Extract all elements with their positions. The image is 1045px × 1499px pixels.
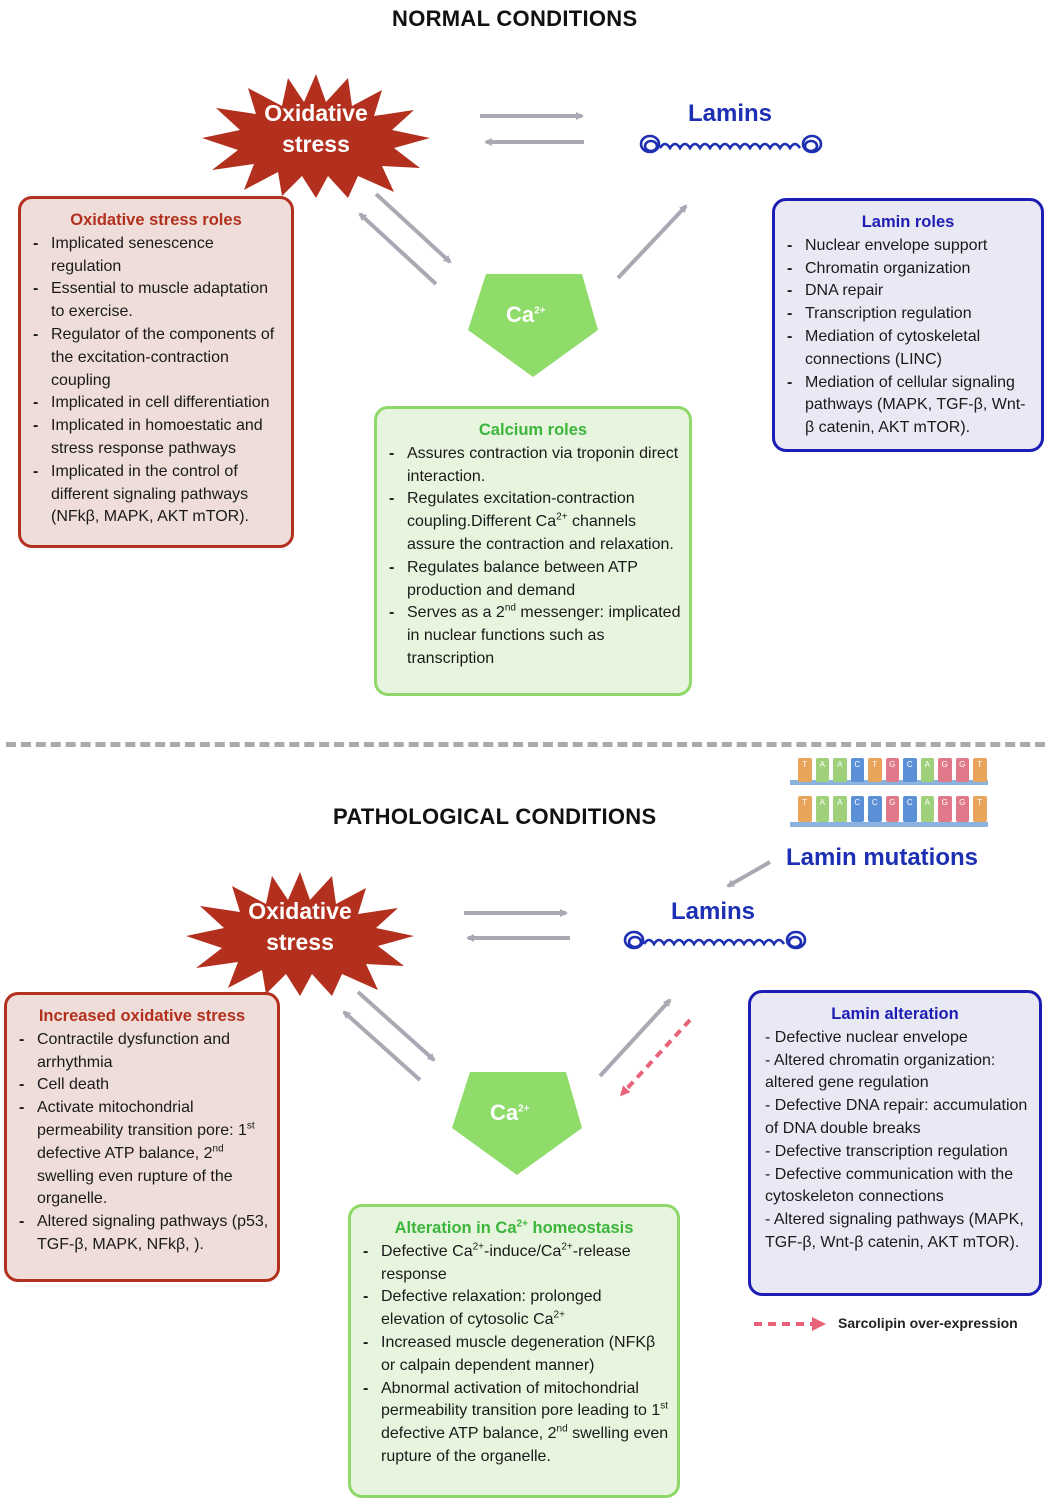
dna-base: T — [798, 796, 812, 822]
sarcolipin-dashed-arrow — [619, 1018, 692, 1097]
dna-base: G — [955, 796, 969, 822]
calcium-label: Ca2+ — [490, 1100, 530, 1125]
oxidative-stress-star-icon — [202, 74, 430, 198]
dna-base: T — [798, 758, 812, 782]
list-item: Defective relaxation: prolonged elevatio… — [359, 1286, 669, 1332]
dna-base: C — [850, 758, 864, 782]
list-item: Regulator of the components of the excit… — [29, 324, 283, 392]
pathological-conditions-title: PATHOLOGICAL CONDITIONS — [333, 804, 657, 829]
dna-base: A — [833, 758, 847, 782]
list-item: Implicated senescence regulation — [29, 233, 283, 279]
list-item: Abnormal activation of mitochondrial per… — [359, 1378, 669, 1469]
lamin-mutations-label: Lamin mutations — [786, 844, 979, 871]
dna-base: A — [920, 796, 934, 822]
section-divider — [6, 742, 1045, 747]
calcium-label: Ca2+ — [506, 302, 546, 327]
list-item: - Defective nuclear envelope — [765, 1028, 968, 1046]
oxidative-stress-roles-heading: Oxidative stress roles — [70, 211, 242, 229]
calcium-alteration-box: Alteration in Ca2+ homeostasis Defective… — [348, 1204, 680, 1498]
list-item: Serves as a 2nd messenger: implicated in… — [385, 602, 681, 670]
list-item: Mediation of cellular signaling pathways… — [783, 372, 1033, 440]
oxidative-stress-roles-box: Oxidative stress roles Implicated senesc… — [18, 196, 294, 548]
dna-base: G — [938, 796, 952, 822]
list-item: - Defective communication with the cytos… — [765, 1165, 1014, 1206]
list-item: Regulates excitation-contraction couplin… — [385, 488, 681, 556]
list-item: Implicated in the control of different s… — [29, 461, 283, 529]
list-item: Activate mitochondrial permeability tran… — [15, 1097, 269, 1211]
list-item: Increased muscle degeneration (NFKβ or c… — [359, 1332, 669, 1378]
list-item: Transcription regulation — [783, 303, 1033, 326]
increased-oxidative-stress-box: Increased oxidative stress Contractile d… — [4, 992, 280, 1282]
list-item: Chromatin organization — [783, 258, 1033, 281]
lamin-coil-icon — [623, 930, 807, 950]
dna-base: G — [955, 758, 969, 782]
list-item: Regulates balance between ATP production… — [385, 557, 681, 603]
lamins-label: Lamins — [688, 100, 773, 127]
list-item: Mediation of cytoskeletal connections (L… — [783, 326, 1033, 372]
legend-dashed-arrow-icon — [754, 1317, 826, 1331]
list-item: Implicated in homoestatic and stress res… — [29, 415, 283, 461]
list-item: DNA repair — [783, 280, 1033, 303]
list-item: - Altered chromatin organization: altere… — [765, 1051, 996, 1092]
dna-base: T — [973, 796, 987, 822]
dna-base: A — [815, 758, 829, 782]
arrow-ca-to-oxidative — [342, 1010, 422, 1082]
lamin-roles-heading: Lamin roles — [861, 213, 955, 231]
dna-base: C — [868, 796, 882, 822]
legend-label: Sarcolipin over-expression — [838, 1315, 1018, 1331]
lamin-alteration-box: Lamin alteration - Defective nuclear env… — [748, 990, 1042, 1296]
arrow-oxidative-to-ca — [356, 990, 436, 1062]
arrow-mutations-to-lamins — [726, 860, 771, 888]
list-item: - Altered signaling pathways (MAPK, TGF-… — [765, 1211, 1024, 1251]
calcium-alteration-heading: Alteration in Ca2+ homeostasis — [394, 1218, 634, 1237]
list-item: Assures contraction via troponin direct … — [385, 443, 681, 489]
dna-base: G — [885, 796, 899, 822]
lamin-alteration-heading: Lamin alteration — [831, 1005, 959, 1023]
list-item: - Defective DNA repair: accumulation of … — [765, 1097, 1028, 1137]
lamin-coil-icon — [639, 134, 823, 154]
dna-base: T — [973, 758, 987, 782]
oxidative-stress-label: Oxidative stress — [264, 100, 368, 157]
calcium-roles-heading: Calcium roles — [478, 421, 588, 439]
arrow-ca-to-oxidative — [358, 212, 438, 286]
dna-base: G — [938, 758, 952, 782]
dna-base: A — [815, 796, 829, 822]
dna-base: C — [850, 796, 864, 822]
increased-oxidative-stress-heading: Increased oxidative stress — [38, 1007, 246, 1025]
arrow-ca-to-lamins — [598, 998, 672, 1078]
oxidative-stress-label: Oxidative stress — [248, 898, 352, 955]
arrow-ca-to-lamins — [616, 204, 688, 280]
normal-conditions-title: NORMAL CONDITIONS — [392, 6, 638, 31]
dna-base: C — [903, 796, 917, 822]
dna-base: T — [868, 758, 882, 782]
list-item: Contractile dysfunction and arrhythmia — [15, 1029, 269, 1075]
list-item: Essential to muscle adaptation to exerci… — [29, 278, 283, 324]
oxidative-stress-star-icon — [186, 872, 414, 996]
normal-arrows — [358, 112, 688, 286]
dna-base: G — [885, 758, 899, 782]
list-item: Altered signaling pathways (p53, TGF-β, … — [15, 1211, 269, 1257]
calcium-pentagon-icon — [452, 1072, 582, 1175]
calcium-pentagon-icon — [468, 274, 598, 377]
list-item: - Defective transcription regulation — [765, 1142, 1008, 1160]
list-item: Nuclear envelope support — [783, 235, 1033, 258]
calcium-roles-box: Calcium roles Assures contraction via tr… — [374, 406, 692, 696]
list-item: Cell death — [15, 1074, 269, 1097]
dna-base: A — [920, 758, 934, 782]
list-item: Defective Ca2+-induce/Ca2+-release respo… — [359, 1241, 669, 1287]
lamins-label: Lamins — [671, 898, 756, 925]
arrow-oxidative-to-ca — [374, 192, 452, 264]
dna-base: A — [833, 796, 847, 822]
list-item: Implicated in cell differentiation — [29, 392, 283, 415]
lamin-roles-box: Lamin roles Nuclear envelope support Chr… — [772, 198, 1044, 452]
dna-base: C — [903, 758, 917, 782]
